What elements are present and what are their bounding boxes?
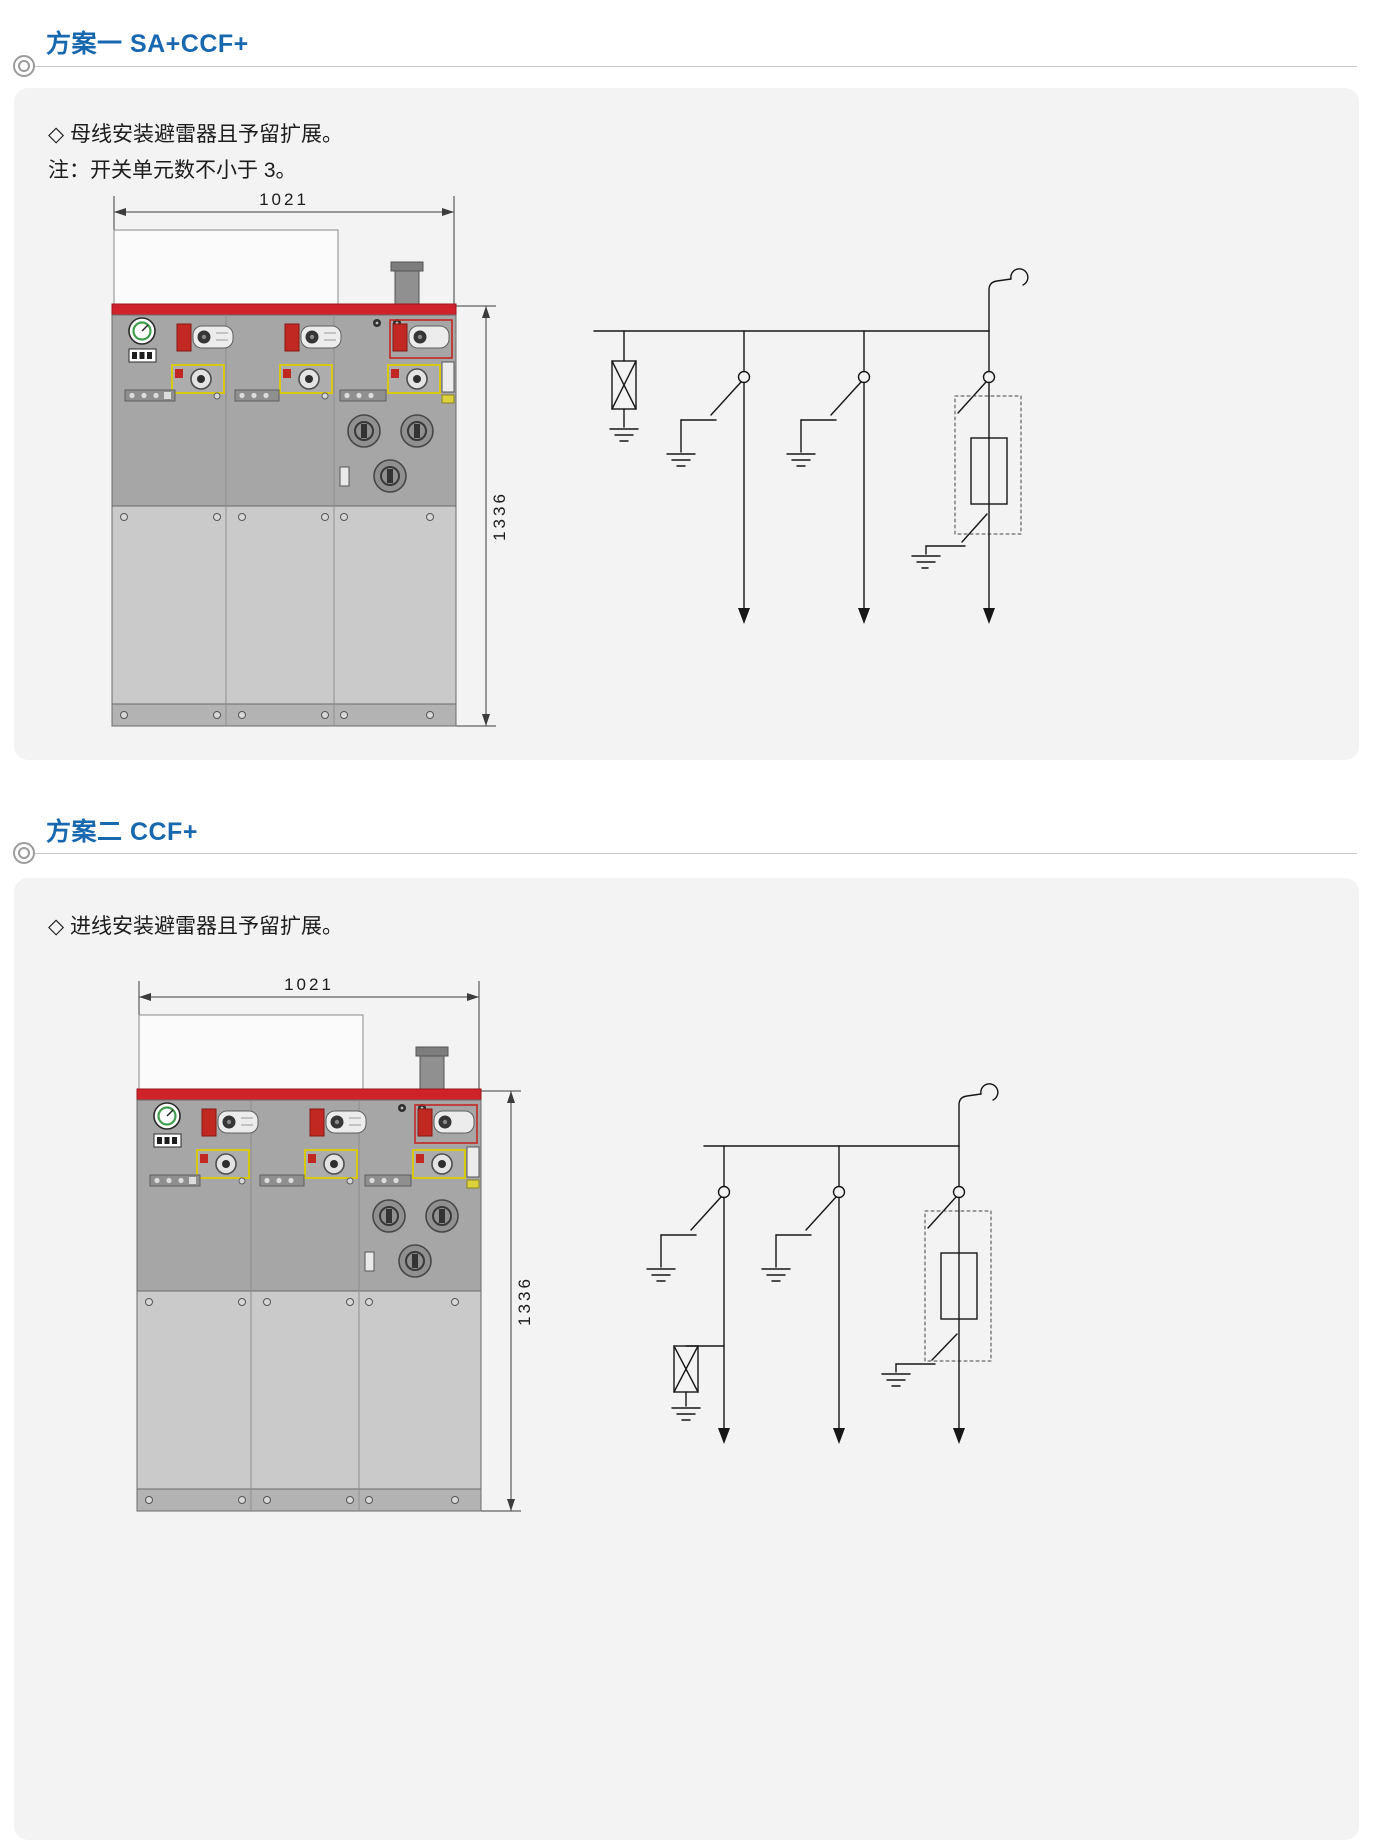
switch-unit-1-controls [149, 1108, 259, 1187]
width-dimension [113, 196, 455, 304]
door-screws [145, 1298, 459, 1504]
height-dimension [456, 305, 496, 727]
divider-ring-icon [13, 55, 35, 77]
load-switch-feeder-2 [786, 330, 871, 624]
load-switch-feeder [761, 1145, 846, 1444]
pressure-gauge [128, 317, 156, 345]
fuse-switch-branch [881, 1145, 992, 1444]
dimension-width-label: 1021 [284, 975, 334, 994]
incoming-feeder-with-arrester [646, 1145, 731, 1444]
switch-unit-1-controls [124, 323, 234, 402]
dimension-height-label: 1336 [515, 1276, 534, 1326]
switch-unit-2-controls [234, 323, 342, 402]
load-switch-feeder-1 [666, 330, 751, 624]
red-top-strip [136, 1088, 482, 1101]
indicator-display [128, 348, 157, 363]
scheme-1-title: 方案一 SA+CCF+ [46, 30, 249, 58]
cabinet-front-view-scheme-1: 1021 1336 [111, 190, 509, 727]
width-dimension [138, 981, 480, 1089]
scheme-2-description: ◇ 进线安装避雷器且予留扩展。 [48, 915, 343, 938]
height-dimension [481, 1090, 521, 1512]
surge-arrester-branch [609, 330, 639, 442]
cabinet-front-view-scheme-2: 1021 1336 [136, 975, 534, 1512]
door-screws [120, 513, 434, 719]
incoming-cable-symbol [958, 1083, 999, 1147]
operating-handles [364, 1199, 459, 1278]
section-divider-1 [13, 55, 1357, 77]
fuse-switch-branch [911, 330, 1022, 624]
scheme-2-title: 方案二 CCF+ [46, 818, 198, 846]
dimension-height-label: 1336 [490, 491, 509, 541]
fuse-unit-controls [364, 1104, 480, 1189]
red-top-strip [111, 303, 457, 316]
cabinet-body [136, 1014, 482, 1512]
fuse-unit-controls [339, 319, 455, 404]
indicator-display [153, 1133, 182, 1148]
scheme-2-panel: ◇ 进线安装避雷器且予留扩展。 1021 1336 [14, 878, 1359, 1840]
scheme-1-description: ◇ 母线安装避雷器且予留扩展。 [48, 123, 343, 146]
switch-unit-2-controls [259, 1108, 367, 1187]
operating-handles [339, 414, 434, 493]
divider-ring-icon [13, 842, 35, 864]
single-line-diagram-scheme-1 [593, 268, 1029, 624]
incoming-cable-symbol [988, 268, 1029, 332]
scheme-1-panel: ◇ 母线安装避雷器且予留扩展。 注：开关单元数不小于 3。 1021 1336 [14, 88, 1359, 760]
single-line-diagram-scheme-2 [646, 1083, 999, 1444]
dimension-width-label: 1021 [259, 190, 309, 209]
section-divider-2 [13, 842, 1357, 864]
pressure-gauge [153, 1102, 181, 1130]
scheme-1-note: 注：开关单元数不小于 3。 [48, 159, 297, 182]
